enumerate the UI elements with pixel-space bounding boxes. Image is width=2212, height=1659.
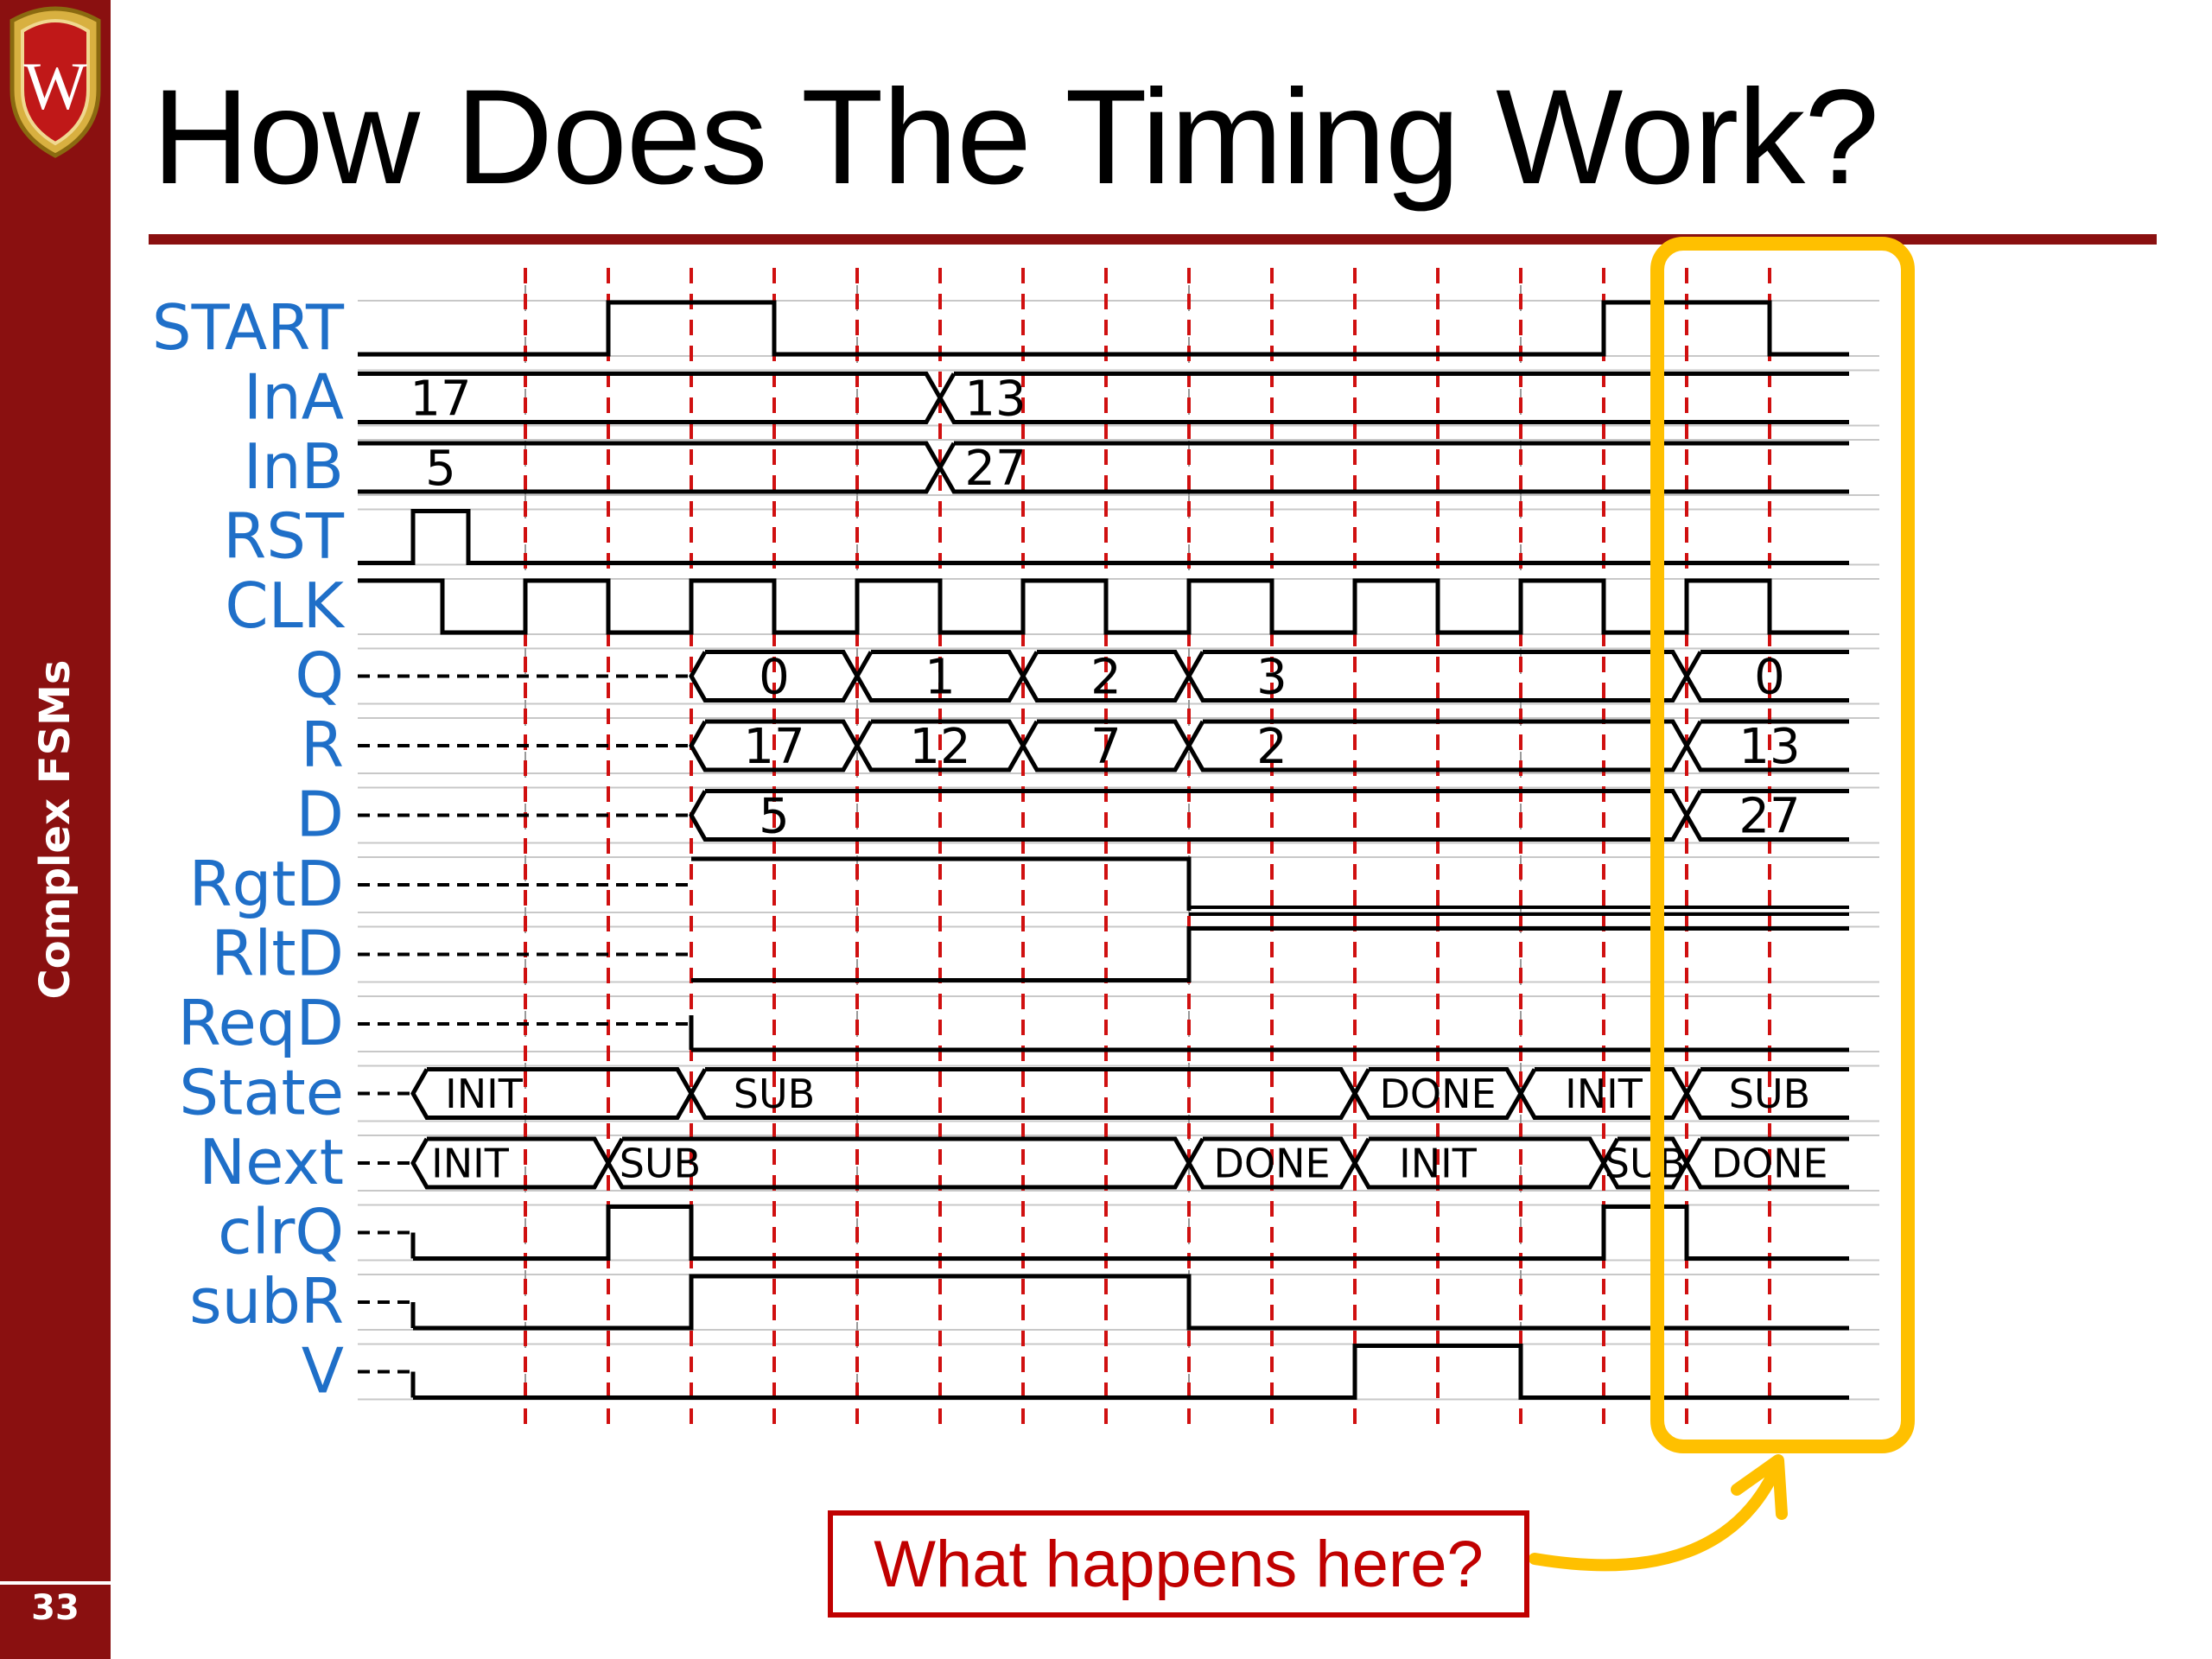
signal-label-d: D [296, 779, 344, 851]
next-segment [1601, 1136, 1689, 1190]
clk-waveform [358, 578, 1849, 635]
next-segment [1352, 1136, 1606, 1190]
logo-letter: W [23, 48, 87, 124]
d-value: 5 [759, 789, 790, 845]
ina-value: 13 [964, 372, 1026, 428]
next-value: SUB [620, 1141, 701, 1187]
inb-value: 5 [425, 441, 456, 497]
signal-label-ina: InA [244, 361, 344, 434]
signal-label-reqd: ReqD [178, 987, 344, 1059]
r-value: 2 [1256, 719, 1287, 775]
state-segment [1684, 1067, 1849, 1120]
r-segment [1020, 719, 1192, 772]
signal-label-rltd: RltD [211, 918, 344, 990]
callout-text: What happens here? [874, 1527, 1484, 1601]
next-value: SUB [1605, 1141, 1686, 1187]
state-value: SUB [1729, 1071, 1810, 1117]
signal-label-start: START [152, 291, 345, 364]
signal-label-inb: InB [244, 430, 344, 503]
signal-label-clk: CLK [225, 569, 345, 642]
r-value: 13 [1738, 719, 1800, 775]
q-segment [1020, 650, 1192, 702]
highlight-frame [1650, 237, 1915, 1453]
signal-label-q: Q [295, 639, 344, 712]
next-segment [1186, 1136, 1357, 1190]
q-value: 2 [1090, 650, 1122, 706]
state-segment [1518, 1067, 1689, 1120]
r-segment [1186, 719, 1689, 772]
r-value: 17 [743, 719, 804, 775]
d-value: 27 [1738, 789, 1800, 845]
page-number: 33 [31, 1588, 79, 1628]
signal-label-clrq: clrQ [218, 1196, 344, 1268]
title-divider [149, 234, 2157, 245]
next-segment [410, 1136, 611, 1190]
clrq-waveform [413, 1205, 1849, 1261]
state-value: INIT [445, 1071, 524, 1117]
r-value: 7 [1090, 719, 1122, 775]
next-value: DONE [1213, 1141, 1330, 1187]
sidebar: W Complex FSMs 33 [0, 0, 111, 1659]
state-value: SUB [734, 1071, 815, 1117]
rst-waveform [358, 509, 1849, 565]
state-segment [689, 1067, 1357, 1120]
signal-label-r: R [301, 709, 344, 781]
state-segment [410, 1067, 694, 1120]
signal-label-v: V [302, 1335, 344, 1408]
q-segment [1186, 650, 1689, 702]
q-segment [689, 650, 860, 702]
r-segment [1684, 719, 1849, 772]
q-value: 0 [759, 650, 790, 706]
next-segment [1684, 1136, 1849, 1190]
signal-label-state: State [179, 1057, 344, 1129]
state-value: DONE [1379, 1071, 1496, 1117]
next-segment [606, 1136, 1192, 1190]
start-waveform [358, 300, 1849, 357]
next-value: DONE [1711, 1141, 1827, 1187]
next-value: INIT [431, 1141, 510, 1187]
signal-label-next: Next [199, 1126, 344, 1198]
inb-segment [938, 441, 1849, 494]
q-value: 3 [1256, 650, 1287, 706]
q-value: 0 [1754, 650, 1785, 706]
ina-segment [938, 372, 1849, 424]
inb-value: 27 [964, 441, 1026, 497]
slide-title: How Does The Timing Work? [152, 62, 1879, 213]
university-crest-logo: W [10, 6, 101, 158]
state-segment [1352, 1067, 1523, 1120]
r-value: 12 [909, 719, 970, 775]
r-segment [689, 719, 860, 772]
rltd-waveform [691, 926, 1849, 982]
q-segment [855, 650, 1026, 702]
subr-waveform [413, 1274, 1849, 1331]
v-waveform [413, 1344, 1849, 1400]
q-segment [1684, 650, 1849, 702]
next-value: INIT [1399, 1141, 1478, 1187]
ina-value: 17 [410, 372, 471, 428]
callout-box: What happens here? [828, 1510, 1529, 1618]
signal-label-subr: subR [189, 1265, 344, 1338]
signal-label-rgtd: RgtD [189, 848, 344, 920]
d-segment [689, 789, 1689, 842]
rgtd-waveform [1189, 906, 1849, 916]
signal-label-rst: RST [223, 500, 345, 573]
q-value: 1 [925, 650, 956, 706]
arrow-head [1731, 1454, 1788, 1520]
page-number-box [0, 1581, 111, 1659]
d-segment [1684, 789, 1849, 842]
rgtd-waveform [691, 856, 1192, 911]
highlight-arrow [1529, 1463, 1782, 1572]
state-value: INIT [1565, 1071, 1643, 1117]
r-segment [855, 719, 1026, 772]
